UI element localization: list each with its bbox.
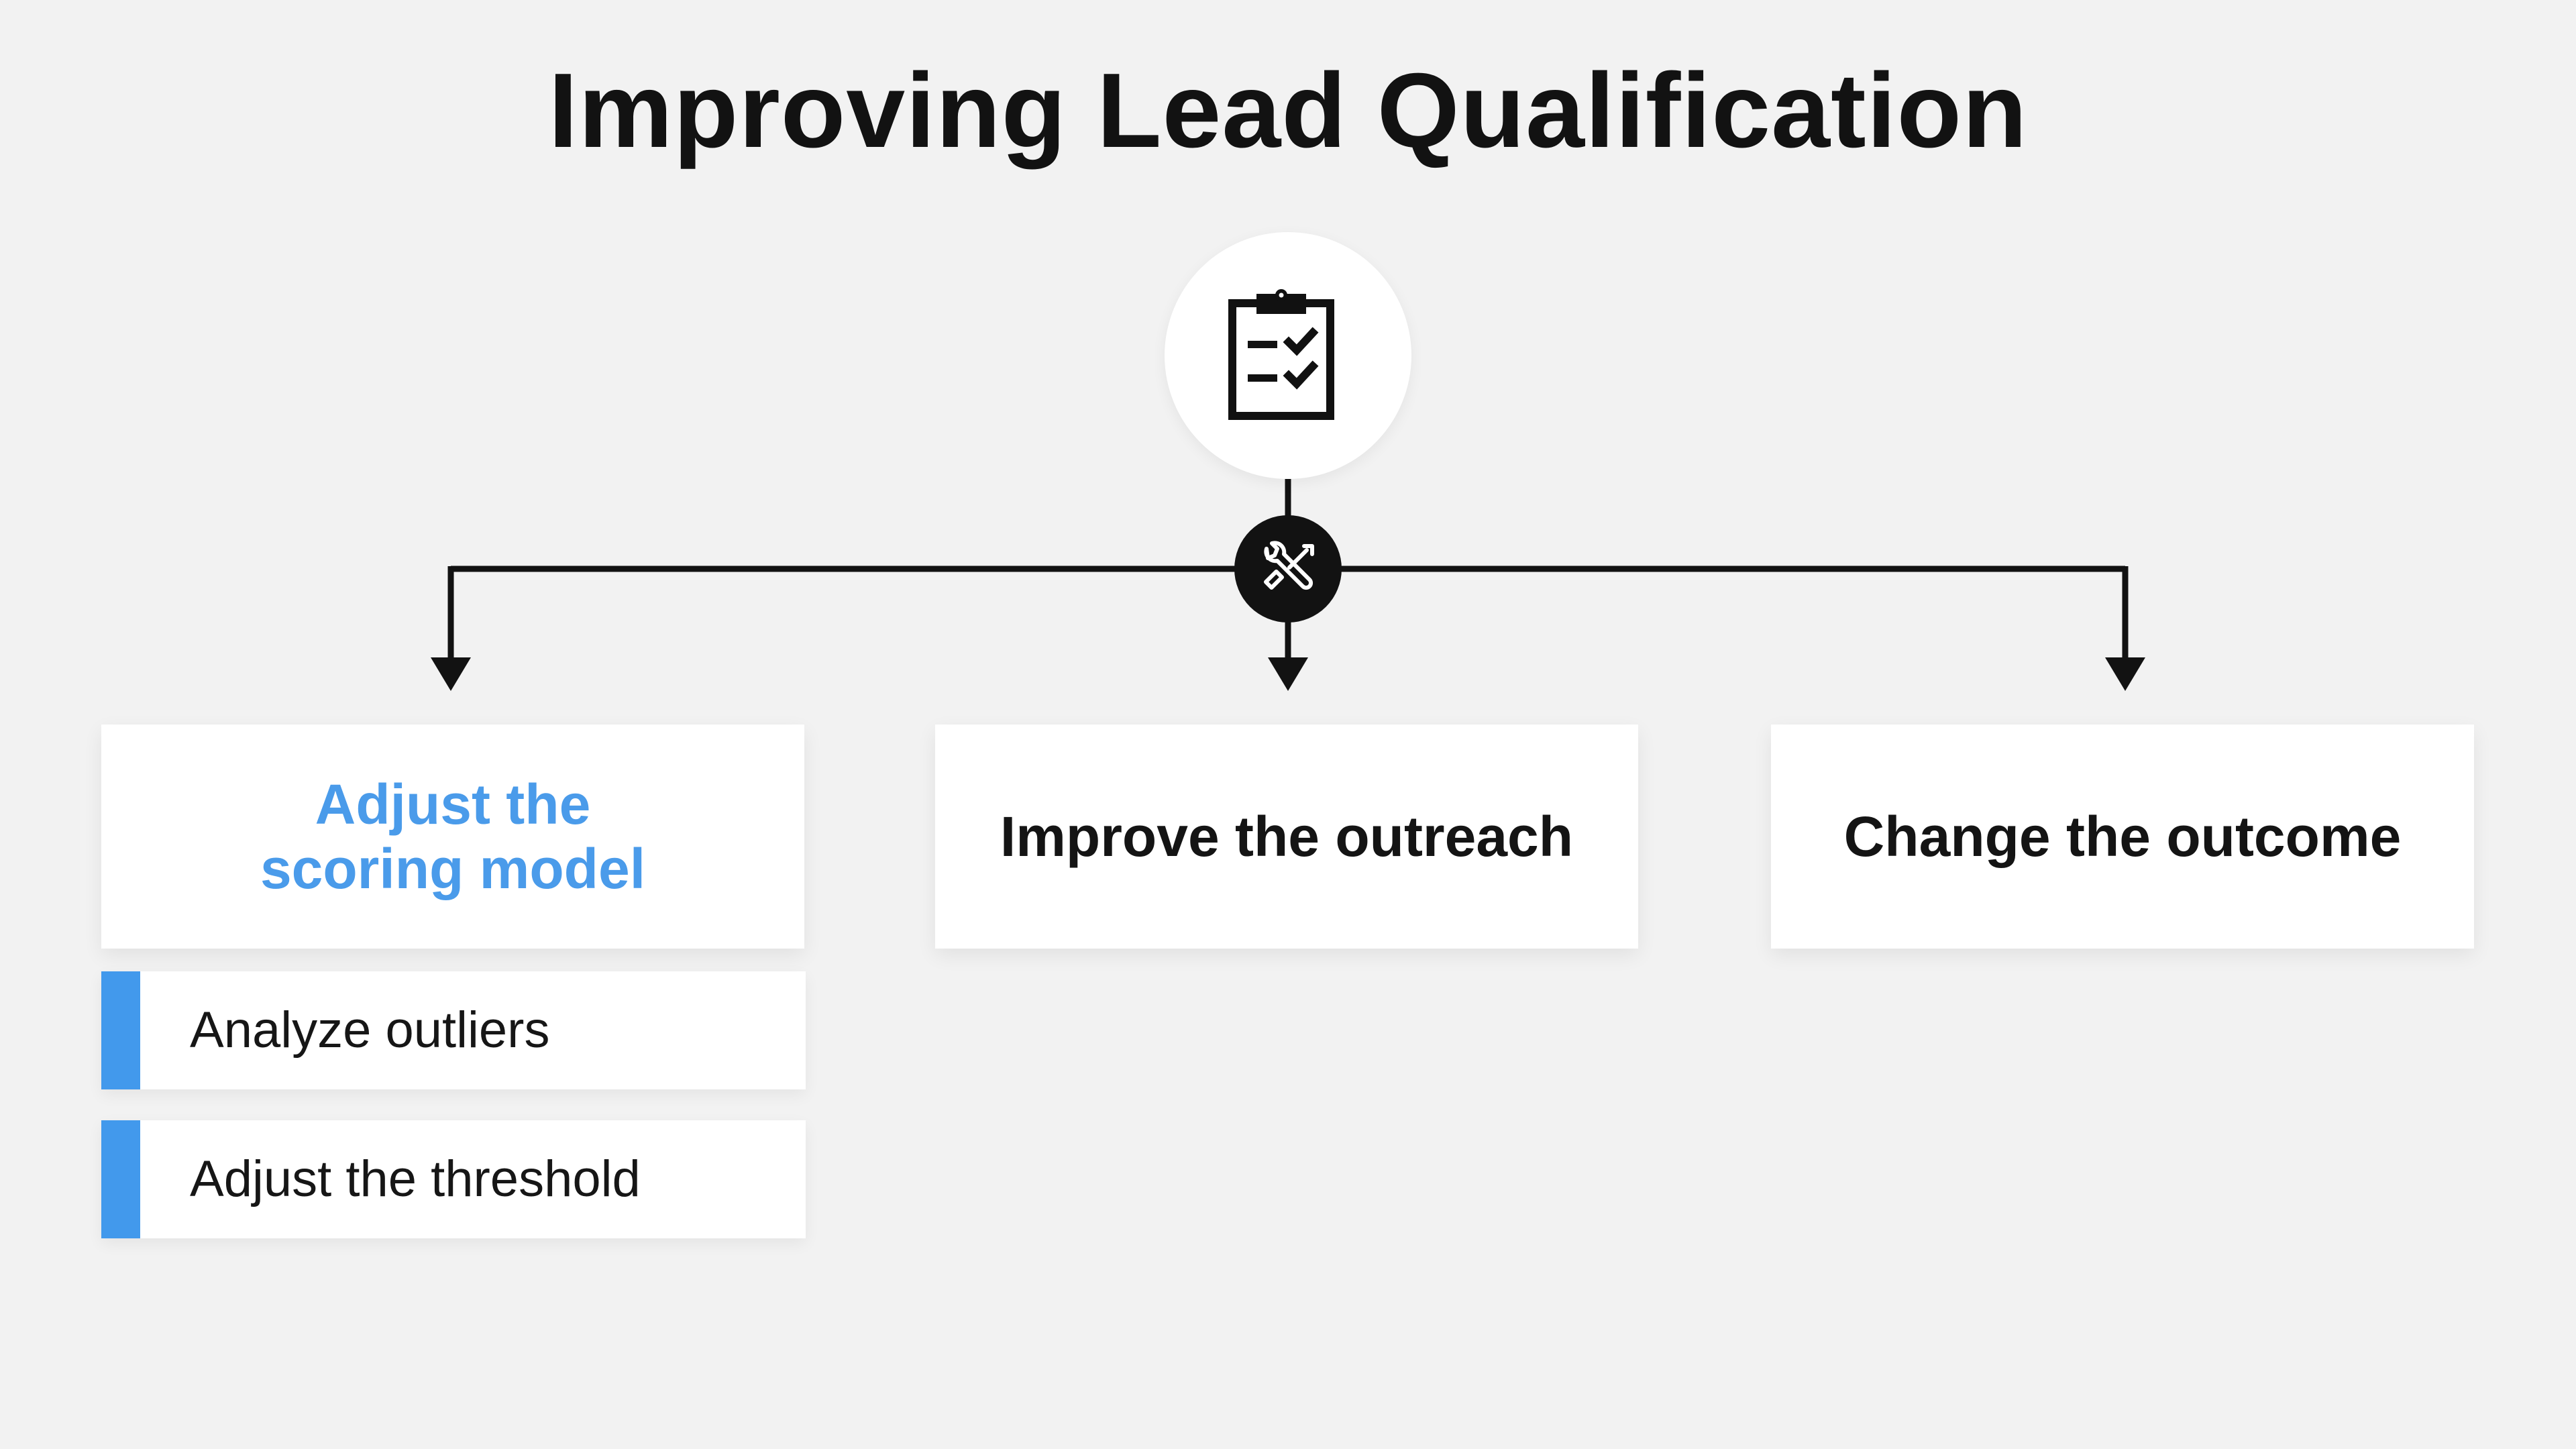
subitem-accent-bar [101, 971, 140, 1089]
arrowhead-left [431, 657, 471, 691]
branch-card-outcome[interactable]: Change the outcome [1771, 724, 2474, 949]
branch-card-label: Adjust the scoring model [260, 773, 646, 900]
subitem-accent-bar [101, 1120, 140, 1238]
clipboard-checklist-icon [1228, 289, 1334, 420]
branch-card-label: Improve the outreach [1000, 805, 1574, 868]
subitem-label: Adjust the threshold [190, 1150, 641, 1208]
page-title: Improving Lead Qualification [548, 52, 2028, 170]
branch-card-outreach[interactable]: Improve the outreach [935, 724, 1638, 949]
wrench-screwdriver-tools-icon [1263, 541, 1314, 590]
branch-card-label: Change the outcome [1843, 805, 2402, 868]
subitem-label: Analyze outliers [190, 1002, 550, 1059]
arrowhead-right [2105, 657, 2145, 691]
subitem-analyze-outliers[interactable]: Analyze outliers [101, 971, 806, 1089]
root-node-circle [1165, 232, 1411, 479]
arrowhead-middle [1268, 657, 1308, 691]
subitem-adjust-threshold[interactable]: Adjust the threshold [101, 1120, 806, 1238]
branch-card-scoring-model[interactable]: Adjust the scoring model [101, 724, 804, 949]
